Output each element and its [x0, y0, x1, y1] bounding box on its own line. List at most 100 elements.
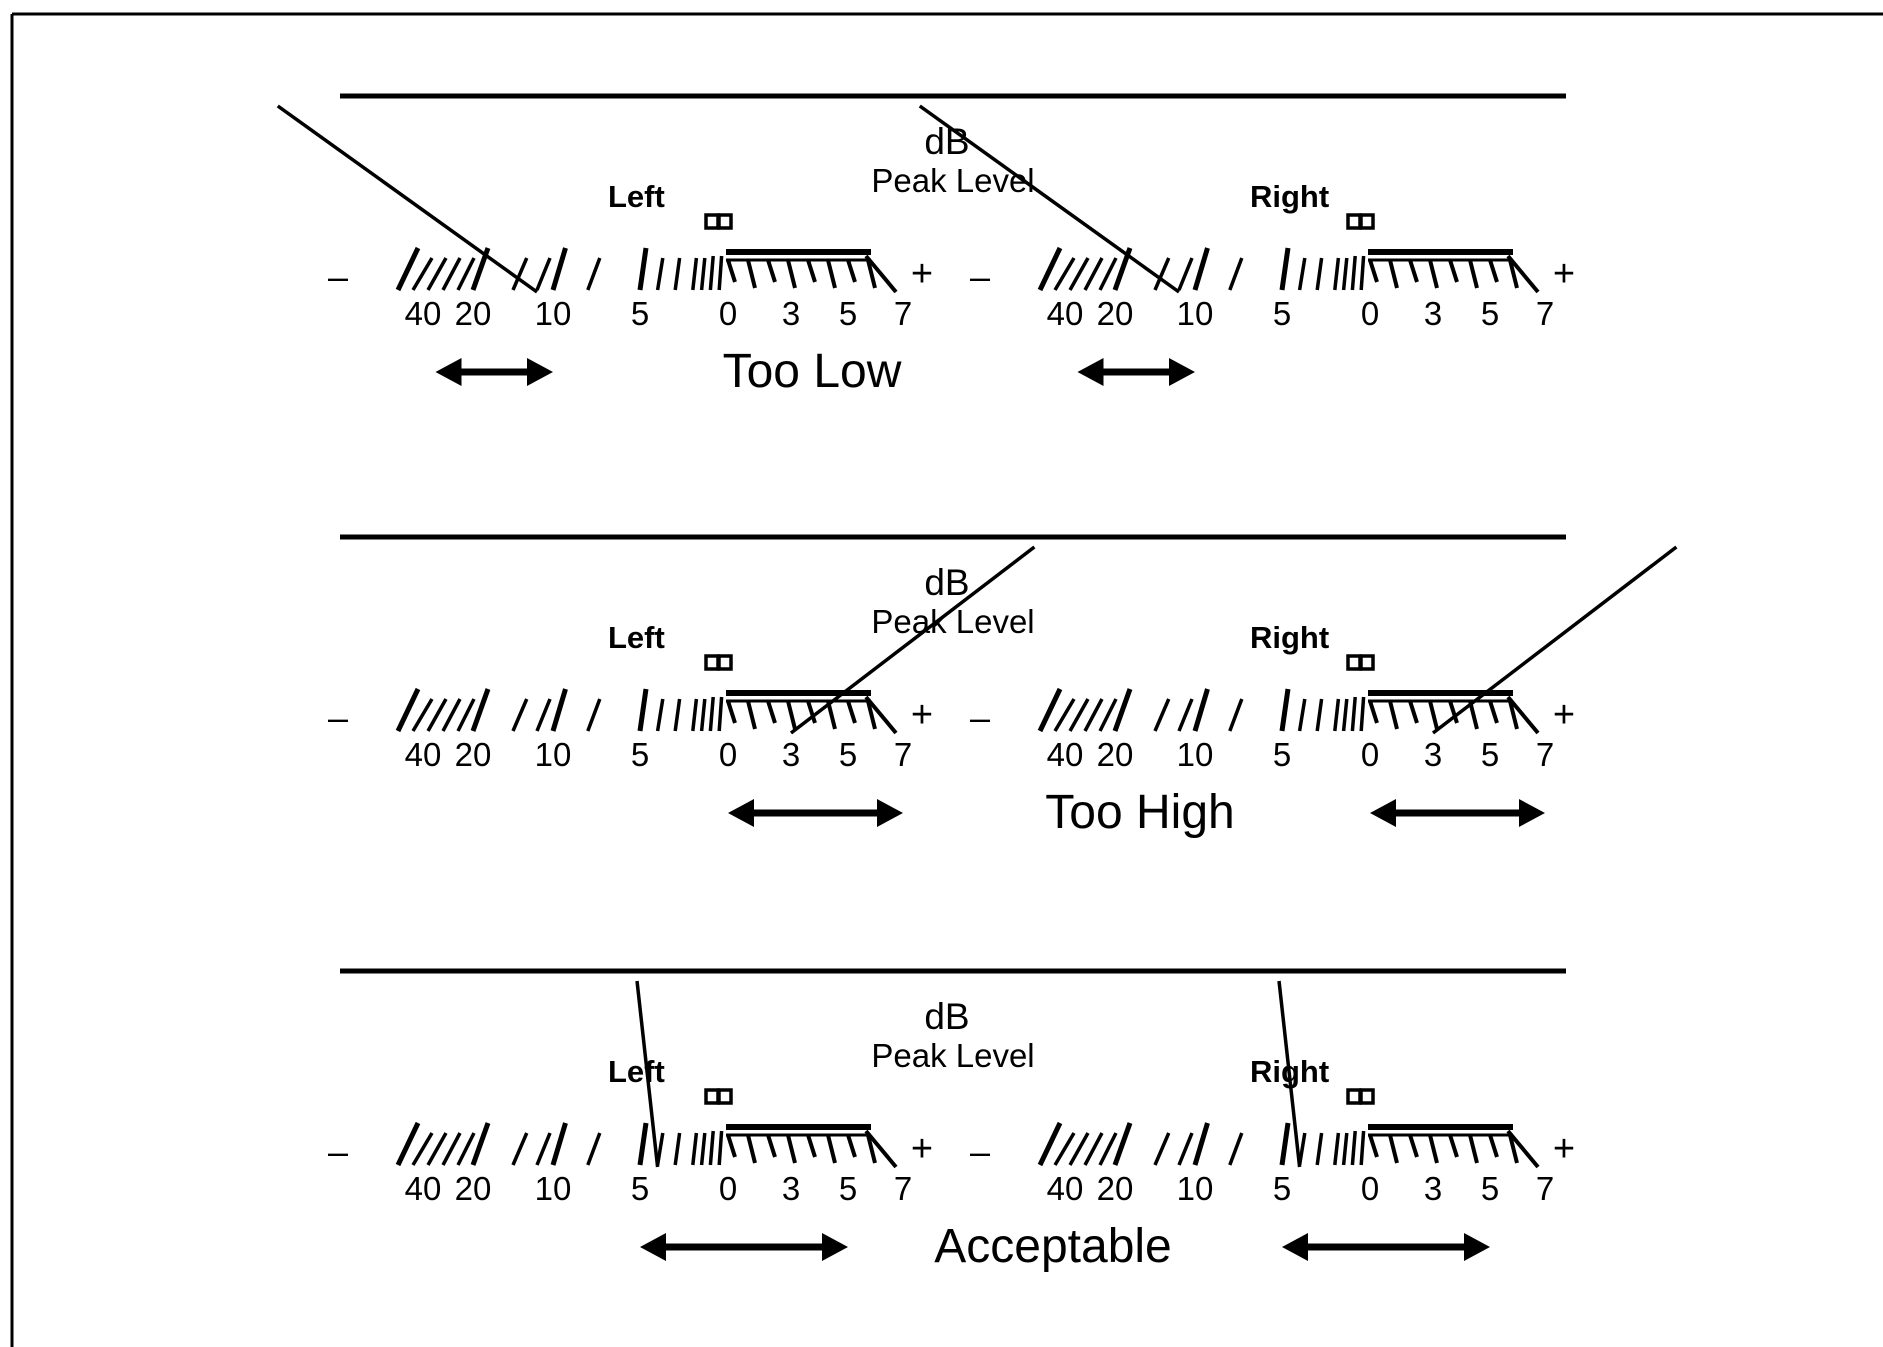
scale-tick: [1341, 1132, 1349, 1166]
left-needle: [276, 104, 539, 294]
scale-tick: [766, 259, 777, 283]
scale-tick: [673, 698, 682, 732]
overload-indicator-icon: [1346, 654, 1375, 671]
minus-sign: –: [970, 697, 990, 738]
scale-label-4: 0: [1361, 736, 1379, 773]
scale-tick: [395, 246, 421, 292]
scale-tick: [1368, 1134, 1379, 1158]
right-needle: [1277, 980, 1302, 1168]
scale-label-1: 20: [1097, 295, 1134, 332]
overload-zone: [1368, 249, 1540, 294]
scale-tick: [1153, 698, 1171, 732]
scale-tick: [655, 257, 665, 291]
scale-label-3: 5: [631, 1170, 649, 1207]
panel-caption: Too Low: [723, 345, 902, 398]
scale-tick: [470, 688, 491, 732]
scale-tick: [1037, 1121, 1063, 1167]
scale-tick: [1228, 257, 1244, 291]
scale-tick: [426, 1132, 448, 1166]
scale-tick: [1508, 700, 1519, 730]
right-needle: [1431, 545, 1678, 735]
scale-label-7: 7: [1536, 295, 1554, 332]
scale-tick: [395, 1121, 421, 1167]
scale-tick: [411, 698, 434, 732]
unit-label: dB: [924, 562, 969, 603]
scale-tick: [699, 257, 707, 291]
scale-tick: [1508, 259, 1519, 289]
scale-tick: [1428, 259, 1439, 289]
scale-tick: [1408, 1134, 1419, 1158]
right-needle: [918, 104, 1181, 294]
plus-sign: +: [1553, 253, 1575, 295]
scale-tick: [786, 1134, 797, 1164]
right-channel-label: Right: [1250, 179, 1329, 214]
scale-tick: [1083, 257, 1104, 291]
scale-label-5: 3: [1424, 736, 1442, 773]
scale-tick: [411, 1132, 434, 1166]
scale-tick: [1388, 1134, 1399, 1164]
scale-label-4: 0: [719, 1170, 737, 1207]
scale-tick: [1192, 688, 1210, 732]
minus-sign: –: [328, 1131, 348, 1172]
scale-label-3: 5: [631, 736, 649, 773]
scale-tick: [726, 700, 737, 724]
scale-ticks: [395, 1121, 724, 1167]
scale-tick: [699, 698, 707, 732]
scale-tick: [1315, 257, 1324, 291]
scale-tick: [456, 698, 476, 732]
scale-label-1: 20: [1097, 736, 1134, 773]
scale-tick: [726, 259, 737, 283]
scale-tick: [691, 257, 699, 291]
scale-label-3: 5: [631, 295, 649, 332]
scale-tick: [717, 1130, 724, 1166]
scale-label-3: 5: [1273, 1170, 1291, 1207]
scale-label-6: 5: [839, 736, 857, 773]
scale-label-0: 40: [1047, 736, 1084, 773]
scale-tick: [511, 257, 529, 291]
scale-tick: [1359, 255, 1366, 291]
scale-label-3: 5: [1273, 295, 1291, 332]
scale-label-6: 5: [1481, 1170, 1499, 1207]
scale-label-1: 20: [455, 295, 492, 332]
scale-tick: [511, 1132, 529, 1166]
scale-tick: [1368, 259, 1379, 283]
scale-label-6: 5: [1481, 736, 1499, 773]
overload-indicator-icon: [704, 213, 733, 230]
peak-level-label: Peak Level: [871, 1037, 1034, 1074]
scale-tick: [511, 698, 529, 732]
scale-label-6: 5: [1481, 295, 1499, 332]
scale-tick: [1428, 1134, 1439, 1164]
overload-indicator-icon: [704, 1088, 733, 1105]
overload-indicator-icon: [1346, 213, 1375, 230]
scale-tick: [426, 698, 448, 732]
scale-label-7: 7: [1536, 736, 1554, 773]
plus-sign: +: [1553, 1128, 1575, 1170]
scale-tick: [1098, 1132, 1118, 1166]
overload-zone: [726, 249, 898, 294]
scale-tick: [1350, 1130, 1357, 1166]
scale-tick: [1083, 1132, 1104, 1166]
scale-tick: [426, 257, 448, 291]
scale-label-4: 0: [719, 295, 737, 332]
scale-tick: [1448, 1134, 1459, 1158]
plus-sign: +: [911, 694, 933, 736]
scale-label-0: 40: [1047, 1170, 1084, 1207]
scale-tick: [550, 1122, 568, 1166]
scale-tick: [746, 1134, 757, 1164]
left-range-arrow: [435, 358, 553, 386]
scale-tick: [1368, 700, 1379, 724]
scale-ticks: [1037, 1121, 1366, 1167]
minus-sign: –: [328, 697, 348, 738]
scale-tick: [708, 696, 715, 732]
scale-tick: [866, 700, 877, 730]
scale-label-4: 0: [1361, 1170, 1379, 1207]
left-needle: [635, 980, 660, 1168]
scale-tick: [866, 259, 877, 289]
scale-tick: [441, 257, 462, 291]
